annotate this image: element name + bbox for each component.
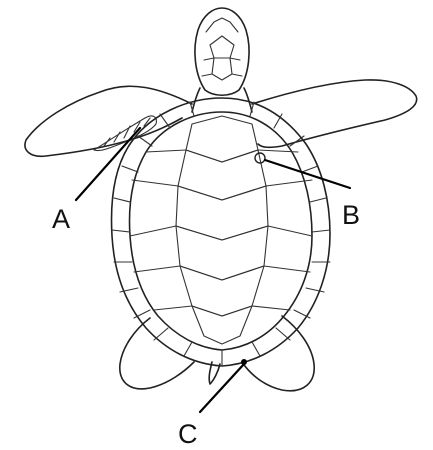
label-c: C	[178, 419, 198, 449]
label-b: B	[342, 200, 360, 230]
pointer-line-a	[76, 128, 140, 200]
pointer-line-b	[265, 160, 350, 188]
turtle-head	[195, 8, 249, 95]
left-rear-flipper	[120, 318, 194, 389]
left-front-flipper	[25, 86, 192, 156]
label-a: A	[52, 204, 70, 234]
pointer-line-c	[200, 364, 244, 412]
right-rear-flipper	[242, 316, 314, 391]
carapace	[112, 98, 330, 366]
right-front-flipper	[252, 80, 417, 147]
